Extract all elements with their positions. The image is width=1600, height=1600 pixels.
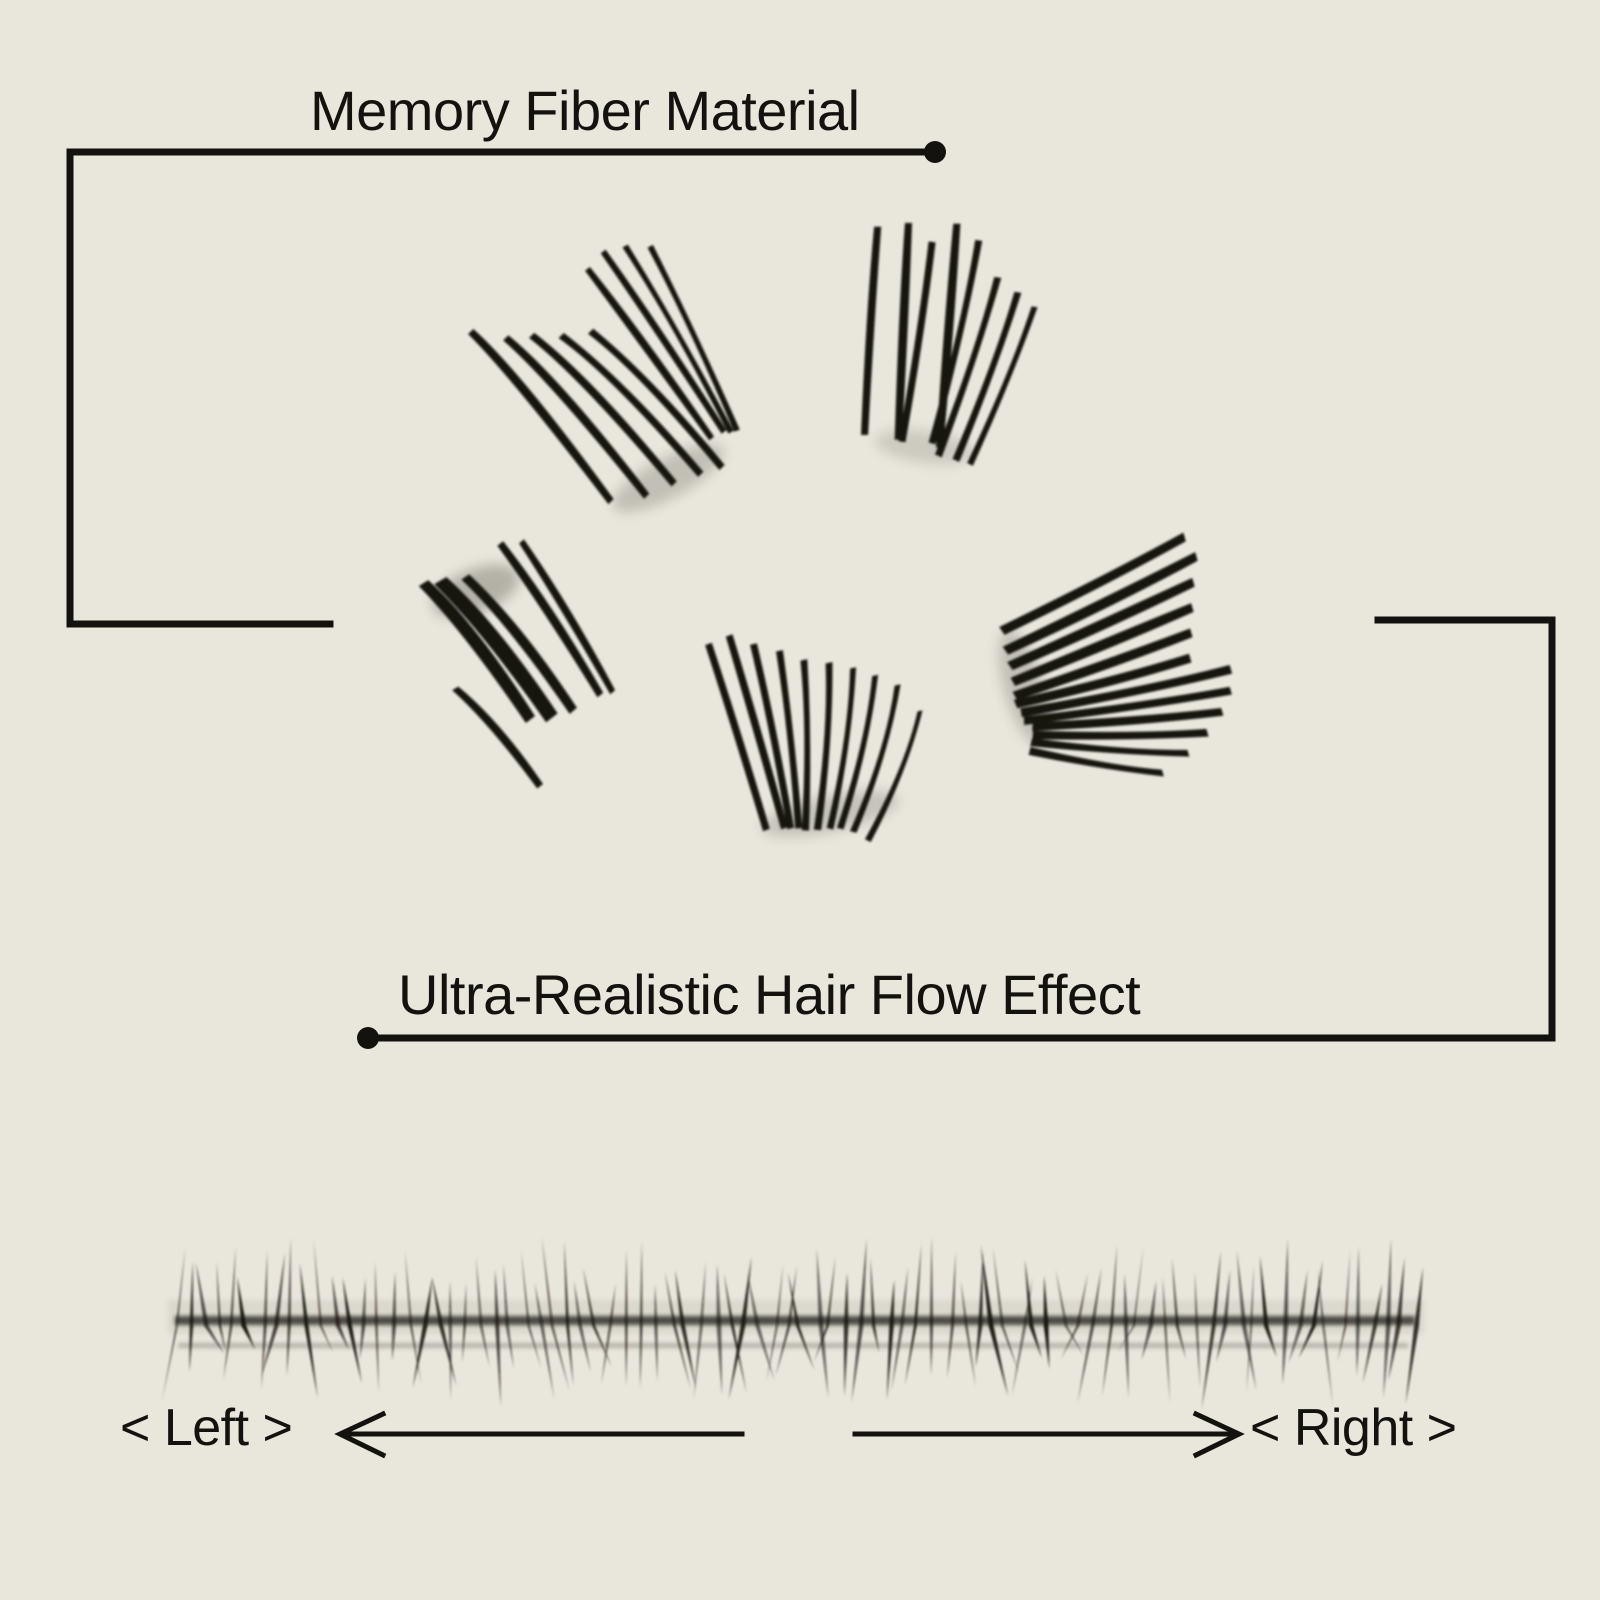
lash-strip xyxy=(162,1236,1424,1410)
cluster-mid-left xyxy=(418,539,616,789)
top-callout-dot xyxy=(924,141,946,163)
cluster-right xyxy=(998,532,1233,777)
bottom-callout-bracket xyxy=(364,616,1556,1042)
direction-label-left: < Left > xyxy=(120,1399,293,1457)
bottom-callout-label: Ultra-Realistic Hair Flow Effect xyxy=(398,963,1141,1026)
top-callout-bracket xyxy=(66,148,939,628)
direction-arrow-left xyxy=(334,1410,745,1459)
direction-label-right: < Right > xyxy=(1250,1399,1457,1457)
cluster-lower-center xyxy=(705,634,923,843)
bottom-callout-dot xyxy=(357,1027,379,1049)
cluster-upper-right xyxy=(861,222,1038,466)
direction-arrow-right xyxy=(852,1410,1245,1459)
top-callout-label: Memory Fiber Material xyxy=(310,79,860,142)
lash-cluster-group xyxy=(418,222,1233,843)
cluster-upper-left xyxy=(468,244,740,513)
